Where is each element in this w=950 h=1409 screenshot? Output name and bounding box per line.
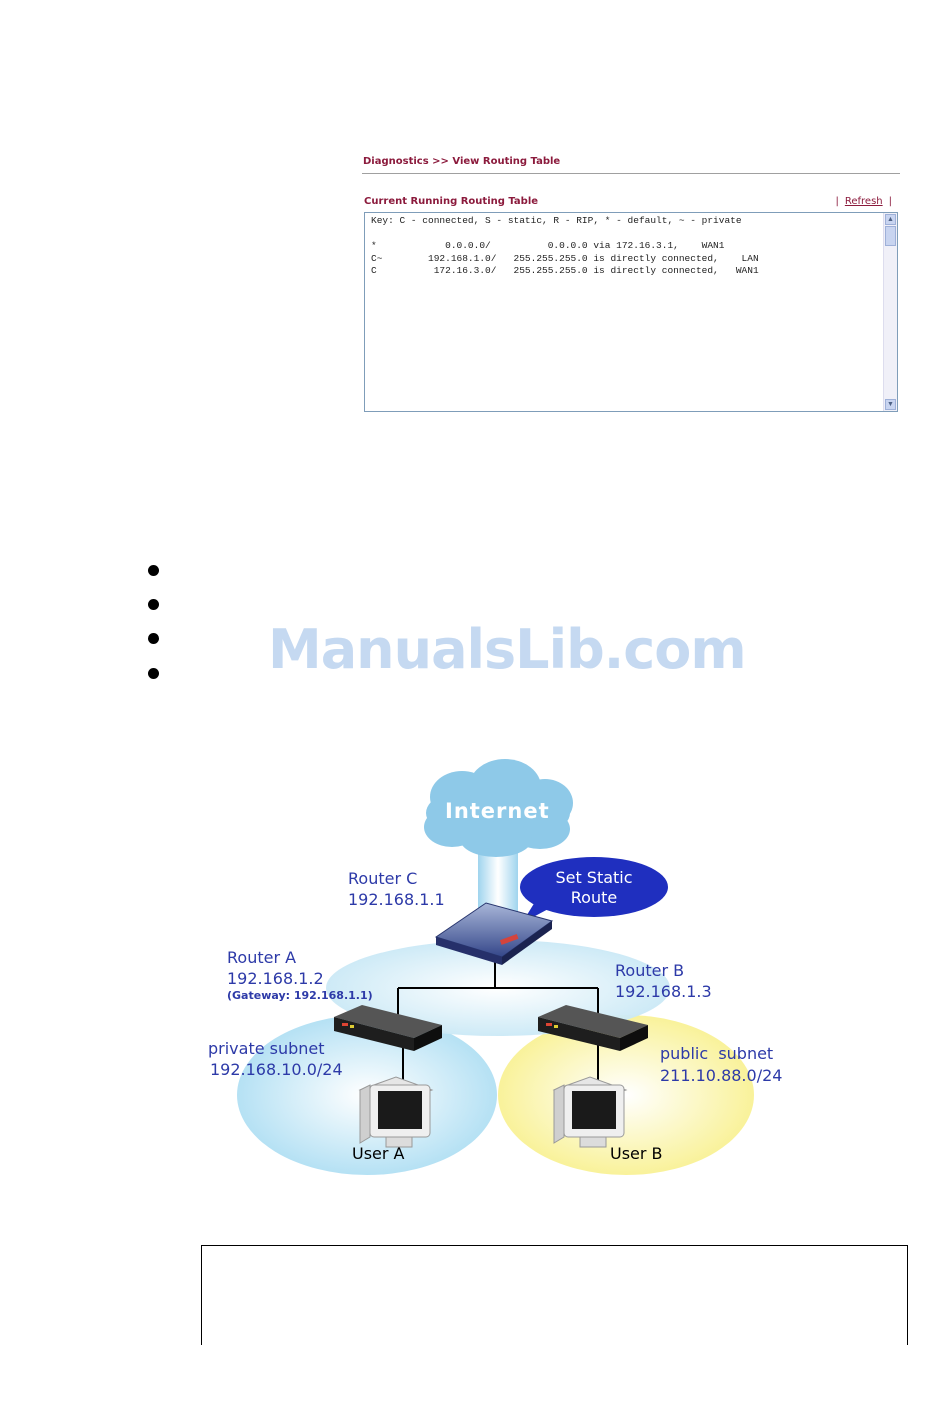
routing-table-screenshot: Diagnostics >> View Routing Table Curren… [358, 148, 904, 420]
callout-label: Set Static Route [530, 868, 658, 908]
network-diagram-graphic [237, 759, 754, 1175]
scroll-thumb[interactable] [885, 226, 896, 246]
router-a-name: Router A [227, 948, 297, 967]
separator-right: | [888, 196, 892, 207]
refresh-link[interactable]: Refresh [844, 196, 883, 207]
user-a-label: User A [352, 1144, 405, 1163]
scroll-up-icon[interactable]: ▲ [885, 214, 896, 225]
routing-table-content: Key: C - connected, S - static, R - RIP,… [371, 215, 759, 278]
route-line: C 172.16.3.0/ 255.255.255.0 is directly … [371, 265, 759, 276]
bullet-icon [148, 599, 159, 610]
route-line: * 0.0.0.0/ 0.0.0.0 via 172.16.3.1, WAN1 [371, 240, 725, 251]
breadcrumb-divider [362, 173, 900, 174]
router-b-ip: 192.168.1.3 [615, 982, 712, 1001]
router-c-icon [434, 902, 554, 965]
router-c-name: Router C [348, 869, 418, 888]
watermark: ManualsLib.com [268, 618, 747, 681]
note-box [201, 1245, 908, 1345]
vertical-scrollbar[interactable]: ▲ ▼ [883, 213, 897, 411]
private-subnet-net: 192.168.10.0/24 [210, 1060, 343, 1079]
router-c-ip: 192.168.1.1 [348, 890, 445, 909]
router-a-icon [334, 1005, 442, 1051]
private-subnet-label: private subnet [208, 1039, 325, 1058]
network-diagram: Internet Set Static Route Router C 192.1… [200, 755, 810, 1175]
callout-line-1: Set Static [555, 868, 633, 887]
user-b-label: User B [610, 1144, 663, 1163]
bullet-icon [148, 633, 159, 644]
internet-label: Internet [445, 799, 550, 823]
public-subnet-net: 211.10.88.0/24 [660, 1066, 783, 1085]
router-b-name: Router B [615, 961, 685, 980]
separator-left: | [835, 196, 839, 207]
bullet-icon [148, 565, 159, 576]
scroll-down-icon[interactable]: ▼ [885, 399, 896, 410]
router-b-icon [538, 1005, 648, 1051]
internet-cloud-icon [424, 759, 573, 857]
route-line: C~ 192.168.1.0/ 255.255.255.0 is directl… [371, 252, 759, 264]
computer-b-icon [552, 1076, 628, 1148]
breadcrumb: Diagnostics >> View Routing Table [363, 156, 561, 167]
router-a-ip: 192.168.1.2 [227, 969, 324, 988]
routing-table-textarea[interactable]: Key: C - connected, S - static, R - RIP,… [364, 212, 898, 412]
routing-key-line: Key: C - connected, S - static, R - RIP,… [371, 215, 742, 226]
computer-a-icon [358, 1076, 434, 1148]
router-a-gateway: (Gateway: 192.168.1.1) [227, 989, 373, 1002]
bullet-icon [148, 668, 159, 679]
routing-table-title: Current Running Routing Table [364, 196, 539, 207]
public-subnet-label: public subnet [660, 1044, 774, 1063]
refresh-area: | Refresh | [829, 196, 898, 207]
callout-line-2: Route [570, 888, 618, 907]
